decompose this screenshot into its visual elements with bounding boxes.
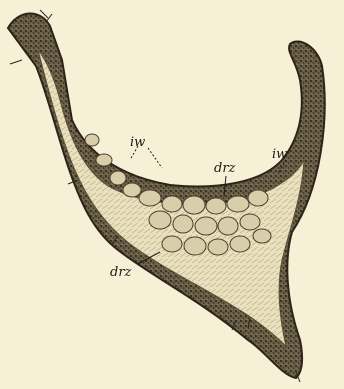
label-drz-top: drz — [214, 161, 236, 176]
leader-iw-left-2 — [148, 148, 162, 168]
label-drz-bottom: drz — [110, 265, 132, 280]
label-iw-right: iw — [272, 147, 287, 162]
label-iw-left: iw — [130, 135, 145, 150]
